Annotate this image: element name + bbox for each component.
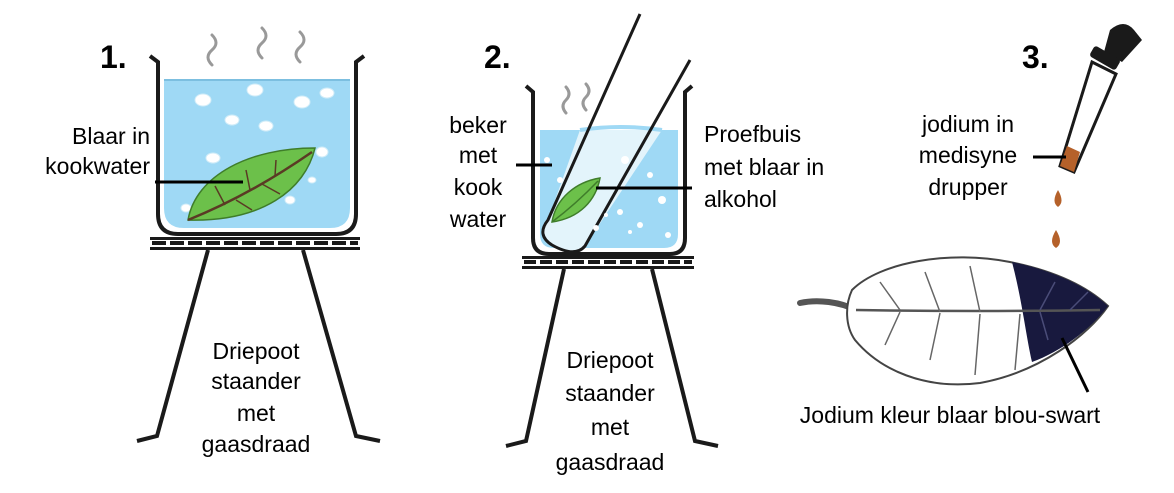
test-tube — [541, 13, 692, 254]
step-1-boiling-leaf: 1. — [45, 26, 381, 457]
svg-text:kook: kook — [454, 174, 503, 200]
dropper-icon — [1058, 24, 1142, 174]
step-3-iodine-test: 3. jodium in medisyne drupper — [797, 24, 1142, 428]
svg-text:staander: staander — [565, 380, 655, 406]
iodine-result-label: Jodium kleur blaar blou-swart — [800, 337, 1101, 428]
test-tube-alcohol-label: Proefbuis met blaar in alkohol — [596, 121, 824, 212]
svg-text:met: met — [459, 142, 498, 168]
svg-text:Jodium kleur blaar blou-swart: Jodium kleur blaar blou-swart — [800, 402, 1101, 428]
iodine-dropper-label: jodium in medisyne drupper — [919, 111, 1066, 200]
step-2-leaf-in-alcohol: 2. — [449, 13, 824, 475]
steam-icon — [561, 82, 591, 115]
step-2-number: 2. — [484, 39, 511, 75]
svg-text:water: water — [449, 206, 507, 232]
step-1-number: 1. — [100, 39, 127, 75]
steam-icon — [206, 26, 306, 67]
svg-text:Driepoot: Driepoot — [213, 338, 301, 364]
leaf-2 — [551, 177, 601, 223]
beaker-boiling-water-label: beker met kook water — [449, 112, 552, 232]
svg-text:kookwater: kookwater — [45, 153, 150, 179]
svg-text:medisyne: medisyne — [919, 142, 1017, 168]
leaf-in-boiling-water-label: Blaar in kookwater — [45, 123, 243, 184]
tripod-stand-2 — [505, 268, 719, 448]
svg-text:drupper: drupper — [928, 174, 1008, 200]
svg-text:beker: beker — [449, 112, 507, 138]
svg-text:Driepoot: Driepoot — [567, 347, 655, 373]
stained-leaf — [797, 256, 1110, 386]
svg-text:jodium in: jodium in — [921, 111, 1014, 137]
svg-text:Proefbuis: Proefbuis — [704, 121, 801, 147]
svg-text:Blaar in: Blaar in — [72, 123, 150, 149]
svg-text:gaasdraad: gaasdraad — [556, 449, 665, 475]
wire-gauze-1 — [150, 237, 360, 250]
tripod-stand-1 — [136, 249, 381, 443]
svg-text:alkohol: alkohol — [704, 186, 777, 212]
tripod-label-2: Driepoot staander met gaasdraad — [556, 347, 665, 475]
bubbles-2 — [544, 156, 671, 238]
svg-text:met: met — [591, 414, 630, 440]
svg-text:staander: staander — [211, 368, 301, 394]
wire-gauze-2 — [522, 256, 694, 269]
svg-text:met: met — [237, 400, 276, 426]
bubbles-1 — [180, 83, 335, 213]
svg-text:met blaar in: met blaar in — [704, 154, 824, 180]
svg-text:gaasdraad: gaasdraad — [202, 431, 311, 457]
leaf-1 — [187, 147, 316, 222]
step-3-number: 3. — [1022, 39, 1049, 75]
tripod-label-1: Driepoot staander met gaasdraad — [202, 338, 311, 457]
